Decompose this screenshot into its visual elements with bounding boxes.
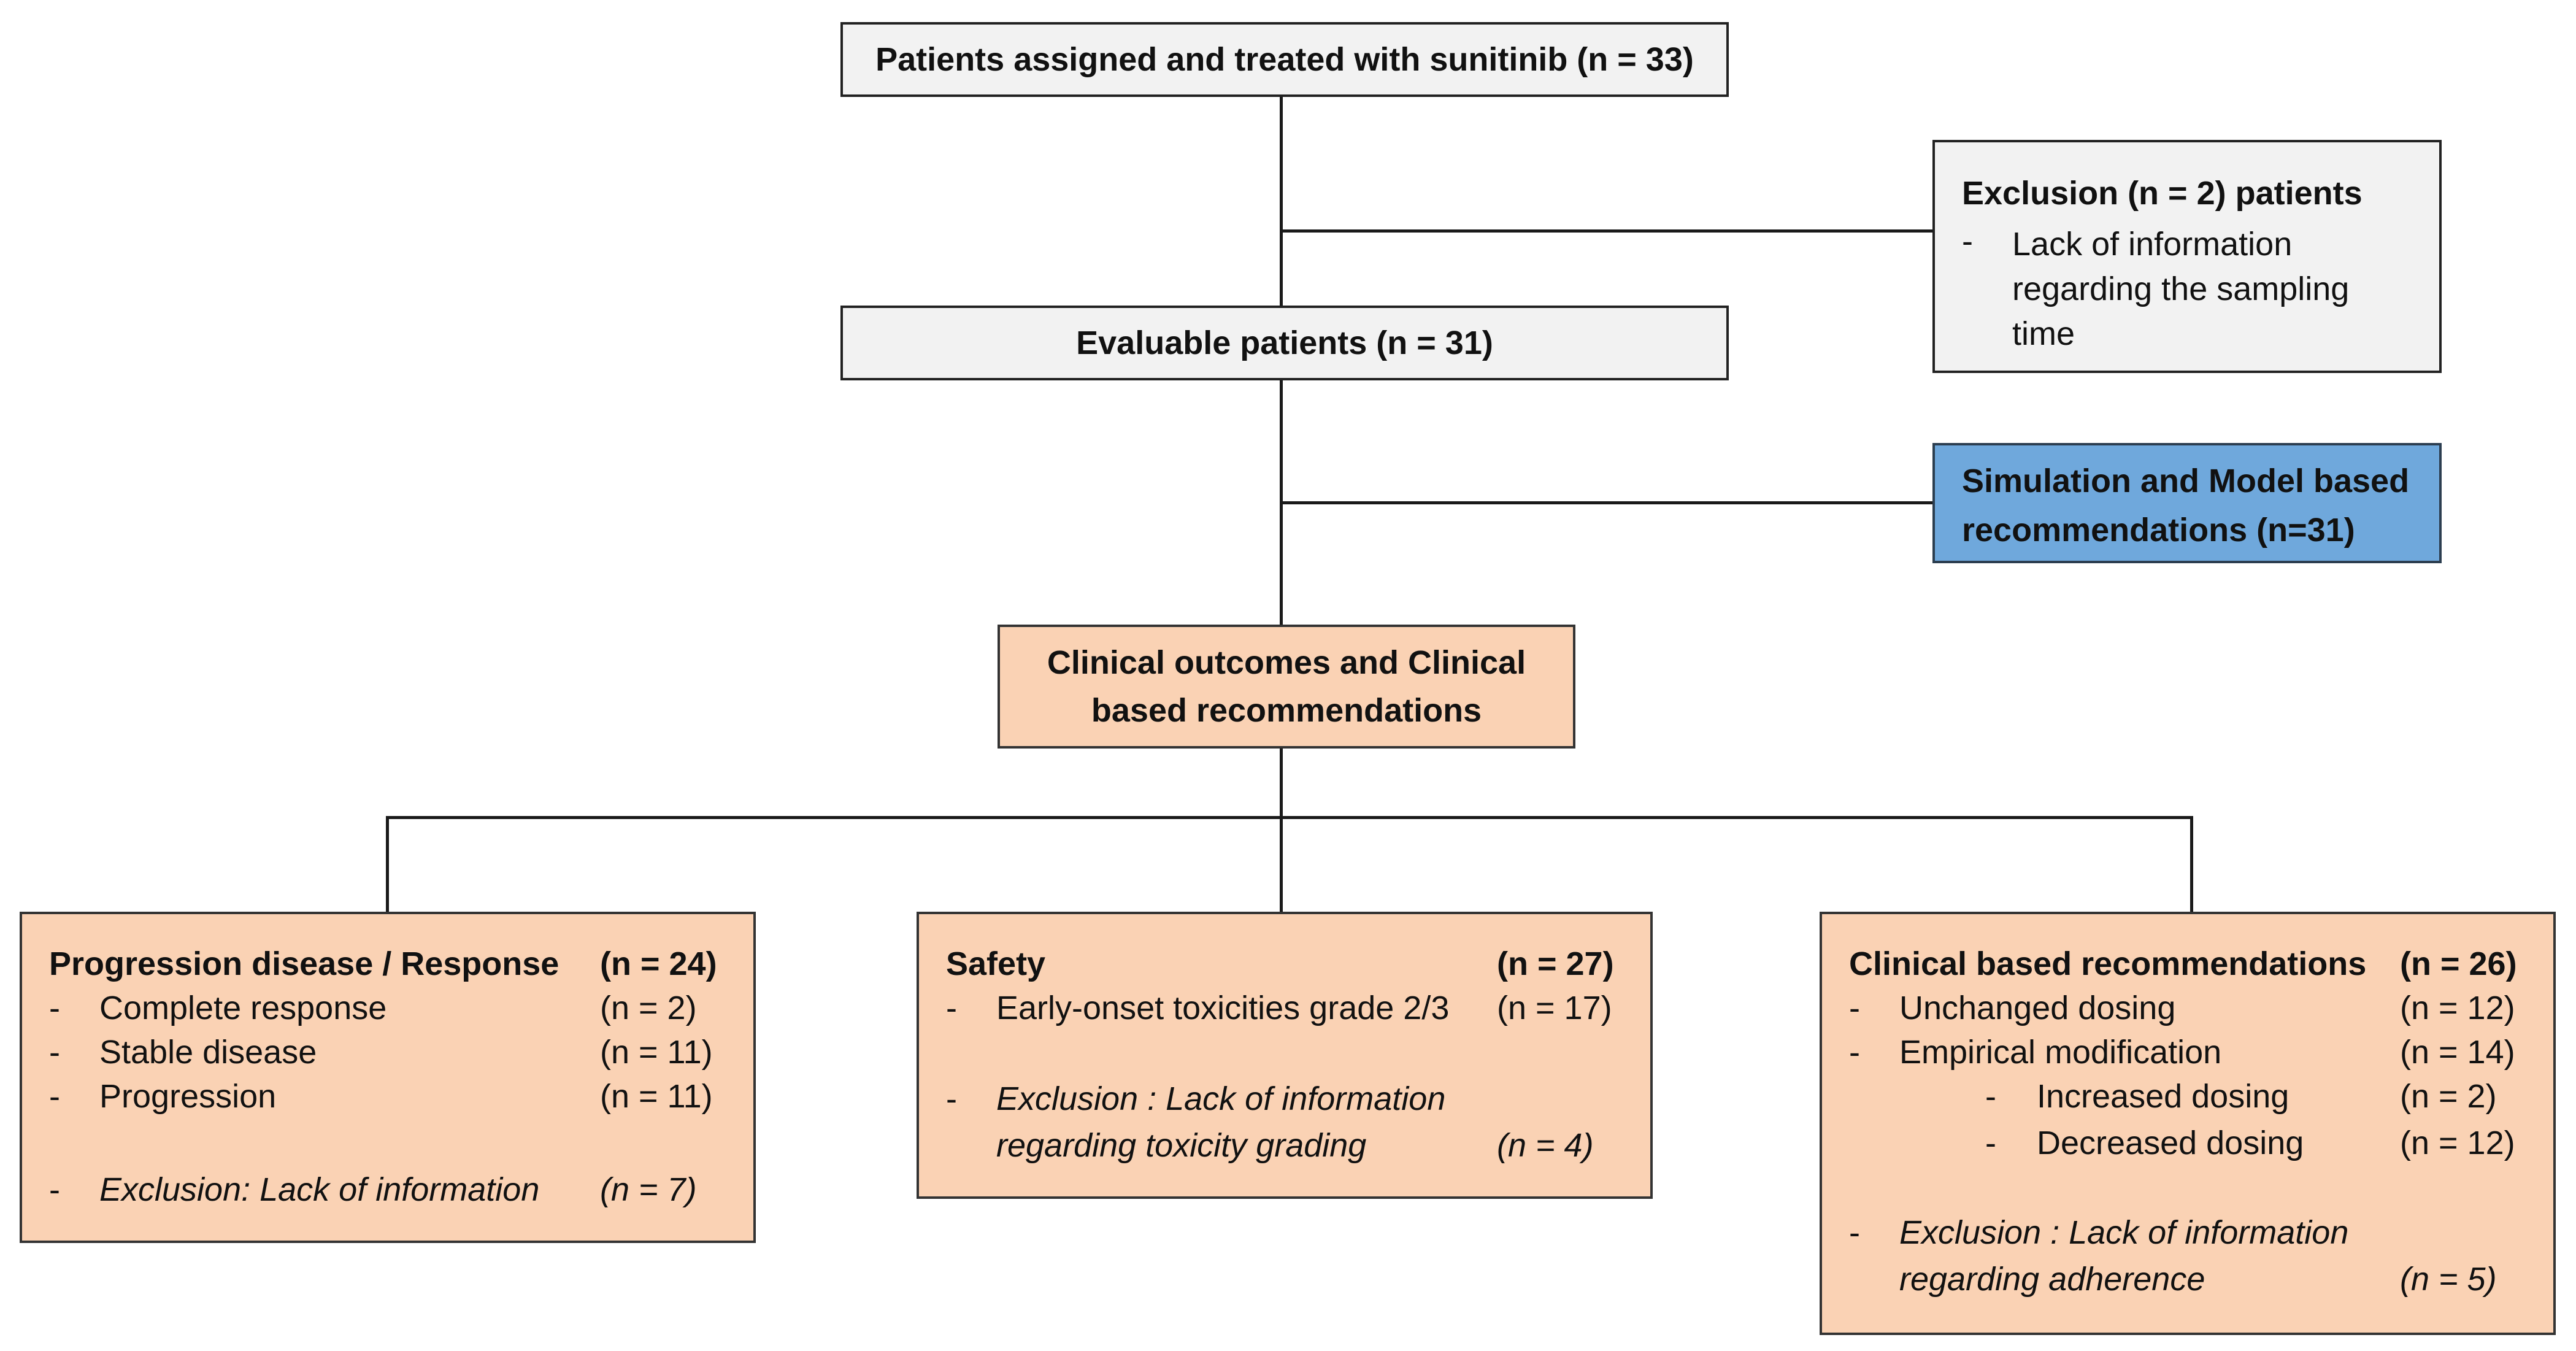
safety-exclusion-count: (n = 4) bbox=[1497, 1127, 1594, 1164]
progression-box: Progression disease / Response (n = 24) … bbox=[20, 912, 756, 1243]
connector-model bbox=[1280, 501, 1932, 504]
model-recommendations-box: Simulation and Model based recommendatio… bbox=[1932, 443, 2442, 563]
progression-title: Progression disease / Response bbox=[49, 945, 559, 982]
progression-exclusion-label: Exclusion: Lack of information bbox=[99, 1171, 540, 1208]
safety-exclusion-dash: - bbox=[946, 1080, 957, 1117]
safety-item-count: (n = 17) bbox=[1497, 990, 1612, 1026]
safety-item-dash: - bbox=[946, 990, 957, 1026]
progression-exclusion-dash: - bbox=[49, 1171, 60, 1208]
connector-main-1 bbox=[1280, 95, 1283, 307]
recommendations-item-2-dash: - bbox=[1849, 1034, 1860, 1071]
recommendations-count: (n = 26) bbox=[2400, 945, 2517, 982]
recommendations-item-2-count: (n = 14) bbox=[2400, 1034, 2515, 1071]
exclusion-line-1: Lack of information bbox=[2012, 226, 2293, 263]
recommendations-subitem-1-count: (n = 2) bbox=[2400, 1078, 2497, 1115]
recommendations-item-1-dash: - bbox=[1849, 990, 1860, 1026]
progression-item-3-dash: - bbox=[49, 1078, 60, 1115]
connector-branch-horizontal bbox=[386, 816, 2193, 819]
recommendations-item-1-count: (n = 12) bbox=[2400, 990, 2515, 1026]
progression-item-1-dash: - bbox=[49, 990, 60, 1026]
progression-item-2-count: (n = 11) bbox=[600, 1034, 713, 1071]
safety-item-label: Early-onset toxicities grade 2/3 bbox=[996, 990, 1450, 1026]
model-recommendations-text: Simulation and Model based recommendatio… bbox=[1962, 456, 2409, 555]
recommendations-box: Clinical based recommendations (n = 26) … bbox=[1820, 912, 2556, 1335]
exclusion-dash: - bbox=[1962, 223, 1973, 260]
treated-patients-box: Patients assigned and treated with sunit… bbox=[840, 22, 1729, 97]
recommendations-exclusion-dash: - bbox=[1849, 1214, 1860, 1251]
progression-item-1-count: (n = 2) bbox=[600, 990, 697, 1026]
progression-item-3-label: Progression bbox=[99, 1078, 277, 1115]
treated-patients-label: Patients assigned and treated with sunit… bbox=[875, 40, 1694, 78]
safety-count: (n = 27) bbox=[1497, 945, 1614, 982]
recommendations-item-2-label: Empirical modification bbox=[1899, 1034, 2222, 1071]
recommendations-exclusion-count: (n = 5) bbox=[2400, 1261, 2497, 1298]
model-line-2: recommendations (n=31) bbox=[1962, 512, 2355, 548]
connector-exclusion bbox=[1280, 229, 1932, 233]
clinical-outcomes-line-2: based recommendations bbox=[1091, 692, 1482, 729]
progression-exclusion-count: (n = 7) bbox=[600, 1171, 697, 1208]
safety-title: Safety bbox=[946, 945, 1046, 982]
recommendations-subitem-2-count: (n = 12) bbox=[2400, 1125, 2515, 1161]
evaluable-patients-box: Evaluable patients (n = 31) bbox=[840, 306, 1729, 380]
model-line-1: Simulation and Model based bbox=[1962, 463, 2410, 499]
exclusion-title: Exclusion (n = 2) patients bbox=[1962, 175, 2363, 212]
clinical-outcomes-line-1: Clinical outcomes and Clinical bbox=[1047, 644, 1526, 681]
recommendations-subitem-1-label: Increased dosing bbox=[2037, 1078, 2290, 1115]
safety-exclusion-line-2: regarding toxicity grading bbox=[996, 1127, 1367, 1164]
progression-item-3-count: (n = 11) bbox=[600, 1078, 713, 1115]
exclusion-box: Exclusion (n = 2) patients - Lack of inf… bbox=[1932, 140, 2442, 373]
recommendations-title: Clinical based recommendations bbox=[1849, 945, 2367, 982]
recommendations-exclusion-line-1: Exclusion : Lack of information bbox=[1899, 1214, 2349, 1251]
safety-exclusion-line-1: Exclusion : Lack of information bbox=[996, 1080, 1446, 1117]
exclusion-reason: Lack of information regarding the sampli… bbox=[2012, 222, 2349, 356]
exclusion-line-2: regarding the sampling bbox=[2012, 271, 2350, 307]
recommendations-item-1-label: Unchanged dosing bbox=[1899, 990, 2176, 1026]
connector-branch-left bbox=[386, 816, 389, 912]
connector-branch-right bbox=[2190, 816, 2193, 912]
recommendations-subitem-1-dash: - bbox=[1985, 1078, 1996, 1115]
progression-count: (n = 24) bbox=[600, 945, 717, 982]
evaluable-patients-label: Evaluable patients (n = 31) bbox=[1076, 324, 1493, 361]
exclusion-line-3: time bbox=[2012, 315, 2075, 352]
progression-item-2-label: Stable disease bbox=[99, 1034, 317, 1071]
recommendations-subitem-2-label: Decreased dosing bbox=[2037, 1125, 2304, 1161]
safety-box: Safety (n = 27) - Early-onset toxicities… bbox=[917, 912, 1653, 1199]
recommendations-subitem-2-dash: - bbox=[1985, 1125, 1996, 1161]
connector-main-3 bbox=[1280, 747, 1283, 912]
recommendations-exclusion-line-2: regarding adherence bbox=[1899, 1261, 2205, 1298]
progression-item-2-dash: - bbox=[49, 1034, 60, 1071]
progression-item-1-label: Complete response bbox=[99, 990, 387, 1026]
clinical-outcomes-box: Clinical outcomes and Clinical based rec… bbox=[998, 625, 1575, 749]
